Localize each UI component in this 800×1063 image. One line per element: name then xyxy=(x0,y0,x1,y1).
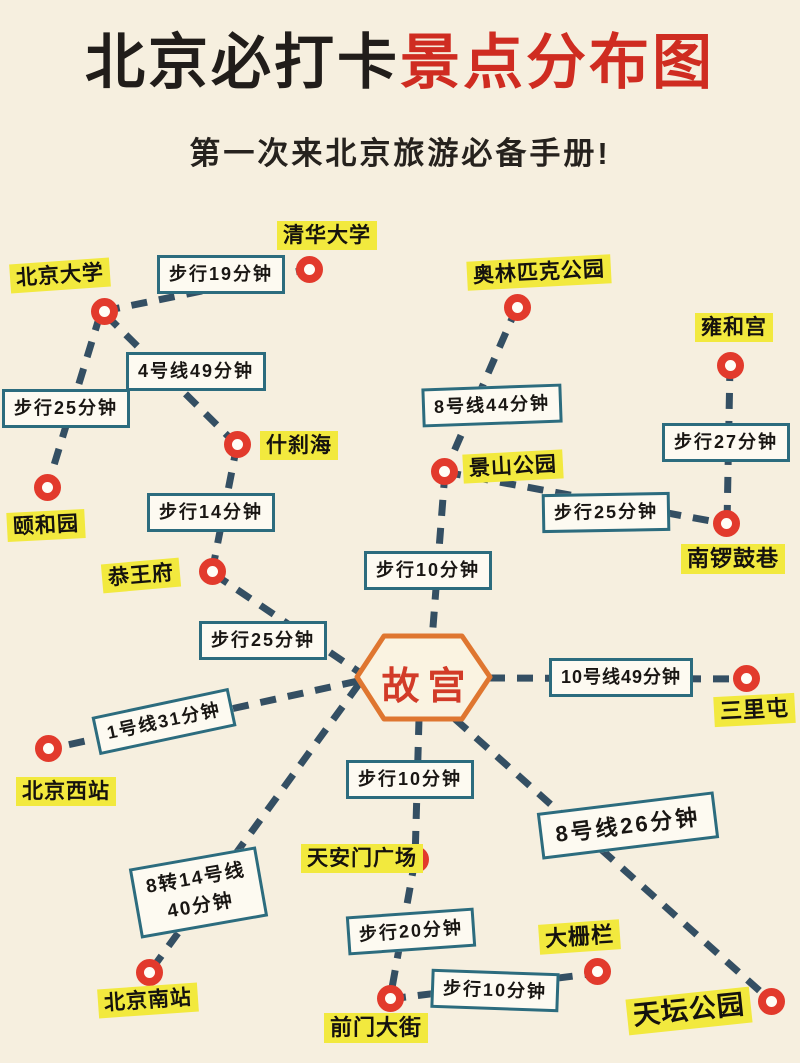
page-subtitle: 第一次来北京旅游必备手册! xyxy=(189,136,611,171)
route-line10-49: 10号线49分钟 xyxy=(549,658,694,697)
edge-gugong-south-station xyxy=(146,681,362,976)
route-walk14: 步行14分钟 xyxy=(147,493,276,532)
station-dot-pku xyxy=(91,298,118,325)
station-dot-west-station xyxy=(35,735,62,762)
station-dot-qianmen xyxy=(377,985,404,1012)
route-line8-44: 8号线44分钟 xyxy=(421,383,563,428)
label-dashilan: 大栅栏 xyxy=(538,919,621,955)
title-black-part: 北京必打卡 xyxy=(85,29,400,96)
label-yonghe: 雍和宫 xyxy=(695,313,773,343)
label-tiananmen: 天安门广场 xyxy=(301,844,423,874)
label-jingshan: 景山公园 xyxy=(462,449,564,484)
station-dot-sanlitun xyxy=(733,665,760,692)
edge-gugong-sanlitun xyxy=(488,674,747,683)
station-dot-tiantan xyxy=(758,988,785,1015)
node-gugong: 故宫 xyxy=(381,666,474,708)
route-walk25-pku: 步行25分钟 xyxy=(2,389,131,428)
station-dot-south-station xyxy=(136,959,163,986)
label-tsinghua: 清华大学 xyxy=(277,221,377,251)
station-dot-summer-palace xyxy=(34,474,61,501)
station-dot-nanluogu xyxy=(713,510,740,537)
route-walk25-gongwangfu: 步行25分钟 xyxy=(199,621,328,660)
station-dot-tsinghua xyxy=(296,256,323,283)
route-line4-49: 4号线49分钟 xyxy=(126,352,267,391)
edge-gugong-tiantan xyxy=(452,716,774,1004)
station-dot-shichahai xyxy=(224,431,251,458)
station-dot-gongwangfu xyxy=(199,558,226,585)
label-nanluogu: 南锣鼓巷 xyxy=(681,544,786,575)
route-walk25-jingshan: 步行25分钟 xyxy=(541,491,671,533)
label-qianmen: 前门大街 xyxy=(324,1013,429,1044)
station-dot-olympic xyxy=(504,294,531,321)
label-summer-palace: 颐和园 xyxy=(6,508,86,543)
route-walk19: 步行19分钟 xyxy=(157,255,286,294)
station-dot-dashilan xyxy=(584,958,611,985)
route-walk10-tiananmen: 步行10分钟 xyxy=(346,760,475,799)
station-dot-yonghe xyxy=(717,352,744,379)
route-walk10-jingshan: 步行10分钟 xyxy=(364,551,493,590)
title-red-part: 景点分布图 xyxy=(400,29,715,96)
page-title: 北京必打卡景点分布图 xyxy=(0,30,800,96)
route-walk27: 步行27分钟 xyxy=(662,423,791,462)
label-shichahai: 什刹海 xyxy=(260,431,338,461)
gugong-hexagon xyxy=(354,633,493,722)
label-sanlitun: 三里屯 xyxy=(713,692,796,728)
station-dot-jingshan xyxy=(431,458,458,485)
label-west-station: 北京西站 xyxy=(16,777,116,807)
edge-qianmen-dashilan xyxy=(389,969,599,1003)
route-walk10-qianmen: 步行10分钟 xyxy=(430,968,560,1012)
